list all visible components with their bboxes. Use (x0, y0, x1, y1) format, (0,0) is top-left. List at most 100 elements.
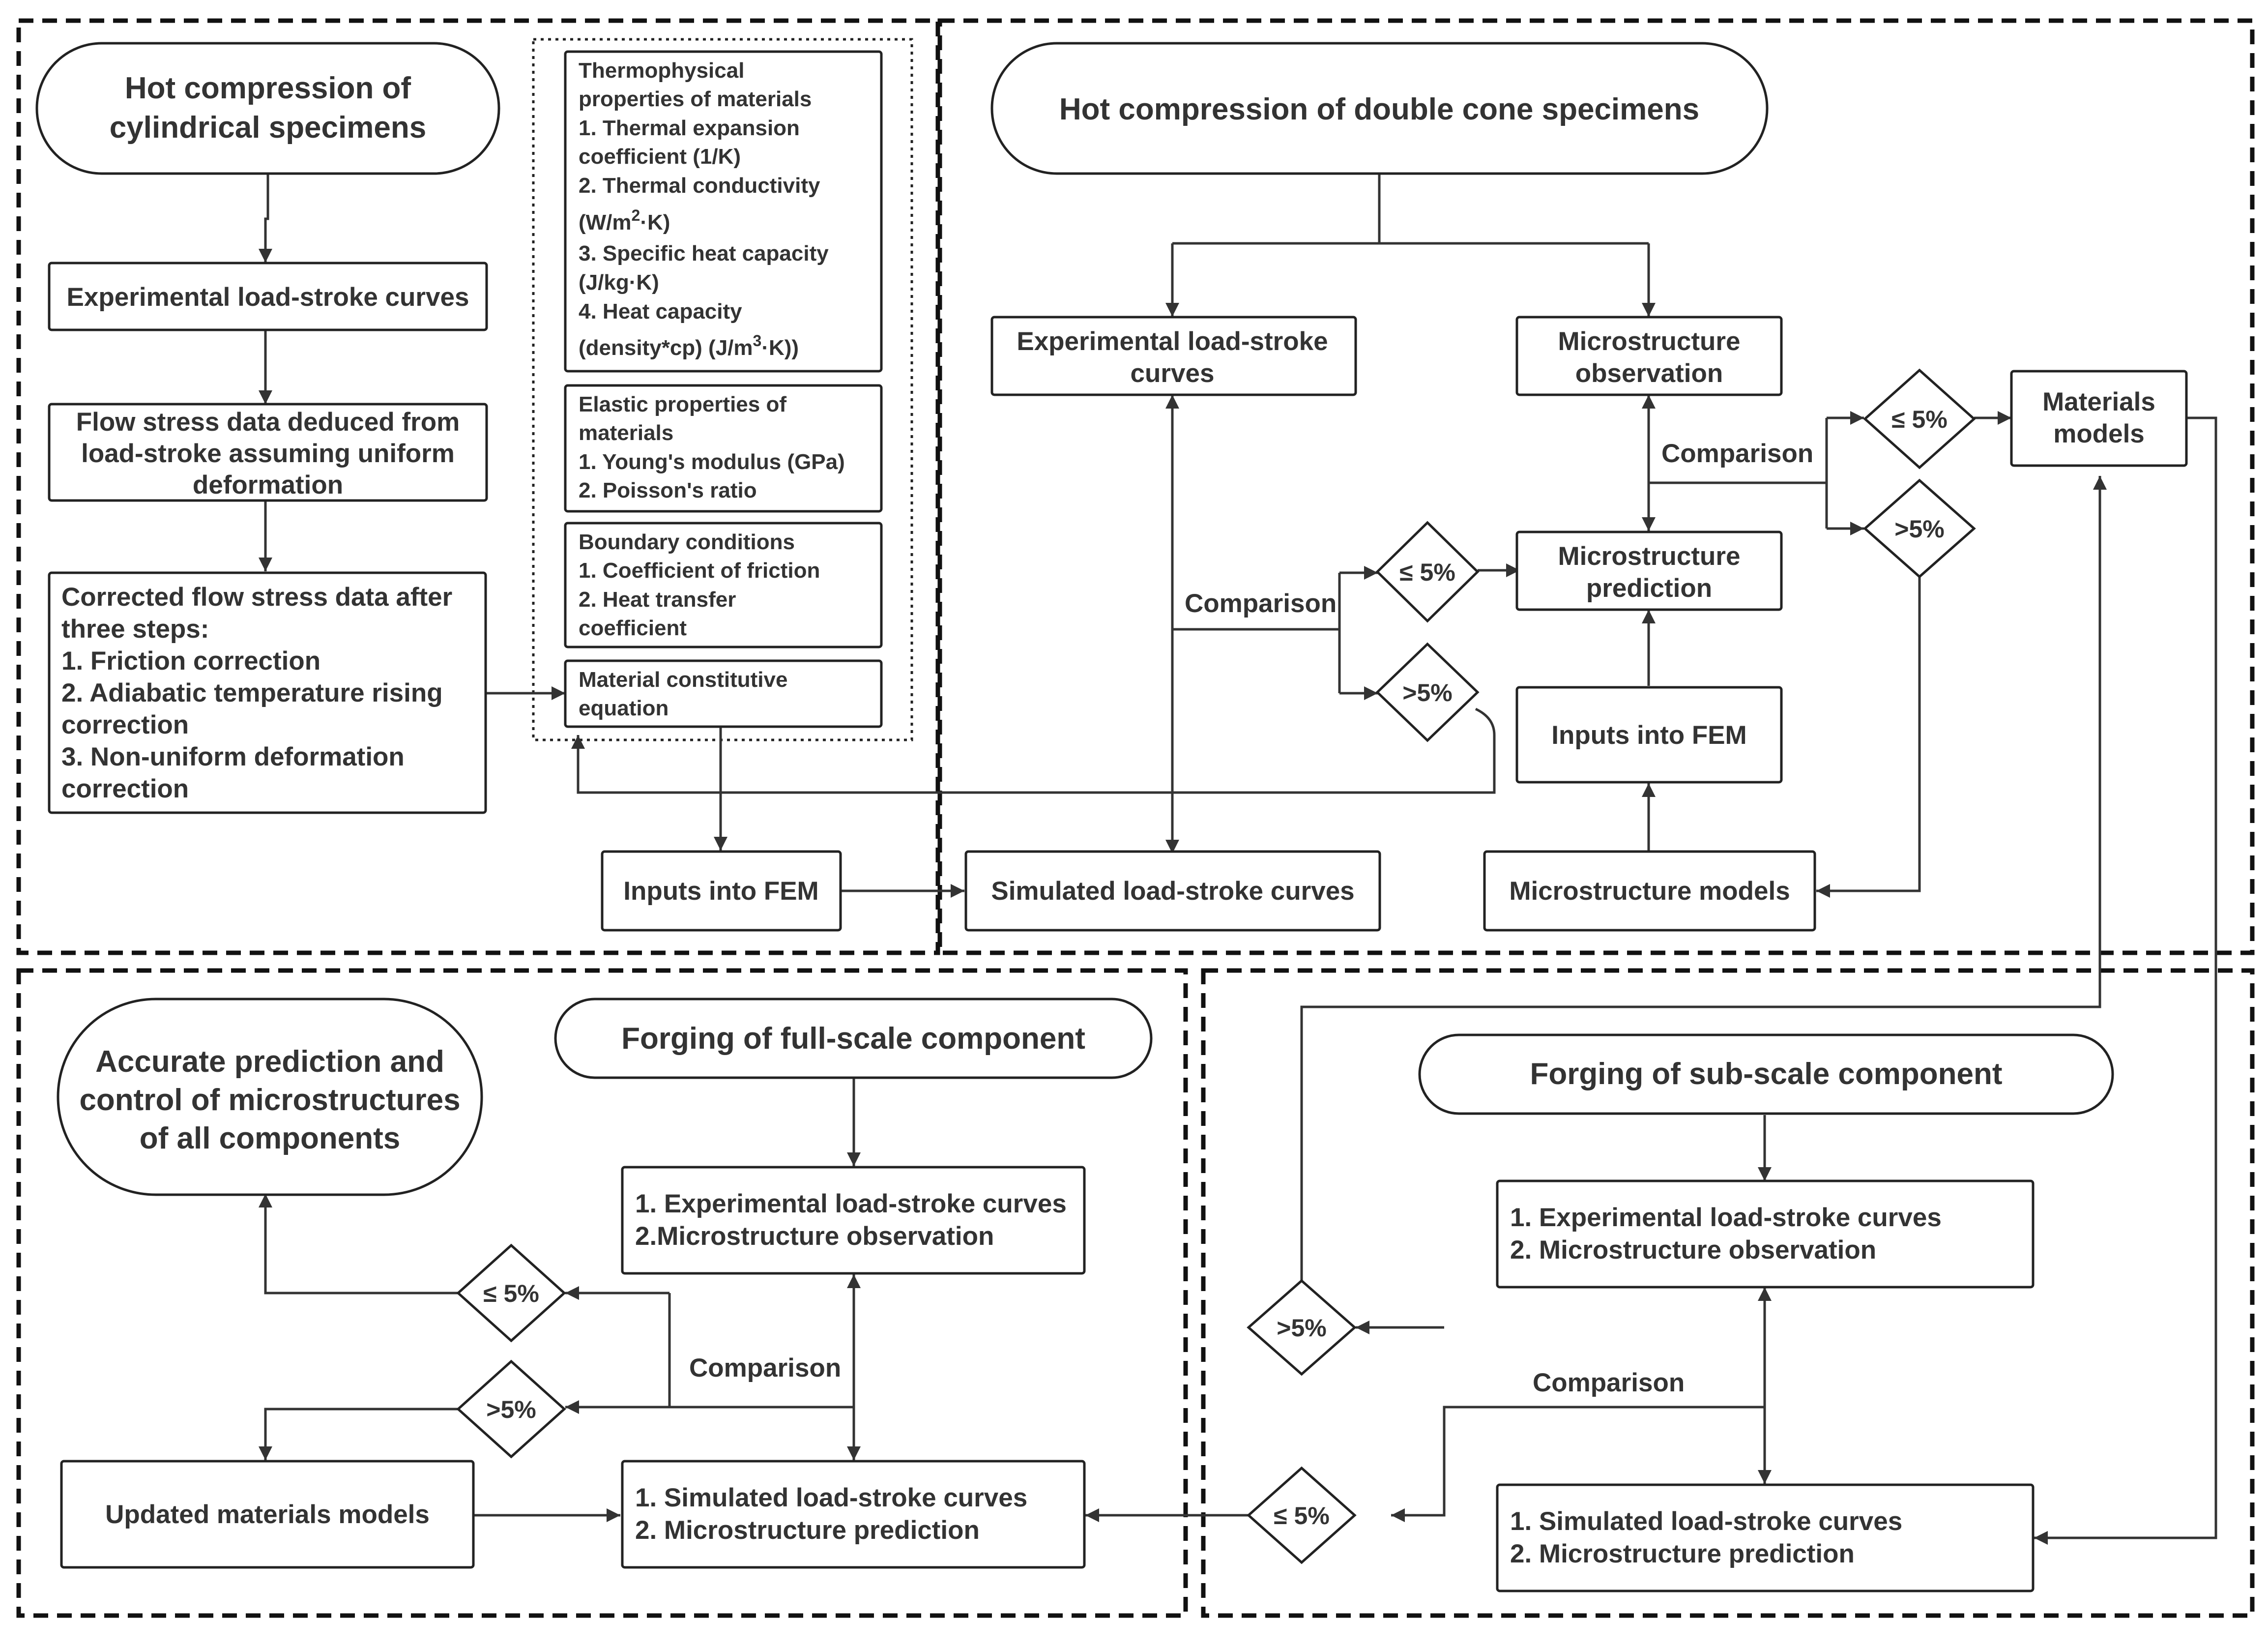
region-sub-scale-forging (1201, 968, 2255, 1618)
inputs-group-border (532, 38, 913, 741)
box-flow-stress-deduced (48, 403, 488, 502)
elastic-line-1: Elastic properties of (579, 392, 786, 416)
label-comparison-left: Comparison (1185, 589, 1337, 618)
svg-text:1. Experimental load-stroke cu: 1. Experimental load-stroke curves2.Micr… (635, 1189, 1067, 1251)
label-micro-obs-line-2: observation (1575, 359, 1723, 388)
boundary-line-2: 1. Coefficient of friction (579, 559, 820, 583)
svg-text:Updated materials models: Updated materials models (105, 1500, 430, 1529)
box-materials-models (2010, 370, 2188, 467)
svg-text:Comparison: Comparison (1533, 1368, 1685, 1397)
decision-le5-double-cone-a (1375, 521, 1480, 623)
svg-text:1. Simulated load-stroke curve: 1. Simulated load-stroke curves 2. Micros… (635, 1483, 1027, 1545)
label-corrected-line-7: correction (61, 774, 189, 803)
start-full-scale-label: Forging of full-scale component (621, 1022, 1085, 1056)
region-full-scale-forging (16, 968, 1188, 1618)
box-simulated-curves-double-cone (964, 850, 1381, 932)
start-full-scale-forging (554, 998, 1153, 1079)
thermo-line-5: 2. Thermal conductivity (579, 174, 820, 198)
label-thermophysical: Thermophysical properties of materials 1… (579, 59, 835, 360)
box-constitutive-equation (564, 659, 883, 728)
start-sub-scale-forging (1418, 1033, 2114, 1115)
thermo-line-8: (J/kg·K) (579, 270, 659, 294)
svg-text:Comparison: Comparison (1185, 589, 1337, 618)
thermo-line-2: properties of materials (579, 87, 812, 111)
label-materials-models-line-1: Materials (2042, 387, 2155, 416)
decision-le5-full-scale (456, 1243, 566, 1343)
label-experimental-load-stroke: Experimental load-stroke curves (67, 283, 469, 312)
thermo-line-6-sup: 2 (632, 206, 640, 224)
elastic-line-4: 2. Poisson's ratio (579, 478, 757, 502)
box-microstructure-observation (1515, 316, 1783, 396)
label-le5-sub-scale: ≤ 5% (1274, 1502, 1330, 1530)
svg-text:>5%: >5% (1277, 1314, 1326, 1342)
sub-sim-line-1: 1. Simulated load-stroke curves (1510, 1507, 1902, 1536)
box-full-scale-simulated (621, 1460, 1086, 1569)
decision-gt5-sub-scale (1247, 1279, 1357, 1376)
thermo-line-10b: ·K)) (761, 336, 799, 360)
label-micro-pred-line-1: Microstructure (1558, 542, 1740, 571)
box-corrected-flow-stress (48, 571, 487, 814)
svg-text:Hot compression of double cone: Hot compression of double cone specimens (1059, 92, 1699, 126)
box-sub-scale-experimental (1496, 1179, 2035, 1289)
label-gt5-full-scale: >5% (486, 1396, 536, 1423)
label-gt5-double-cone-b: >5% (1894, 515, 1944, 543)
full-exp-line-2: 2.Microstructure observation (635, 1222, 994, 1251)
svg-text:Forging of sub-scale component: Forging of sub-scale component (1530, 1057, 2002, 1091)
svg-text:>5%: >5% (1894, 515, 1944, 543)
sub-exp-line-1: 1. Experimental load-stroke curves (1510, 1203, 1942, 1232)
svg-text:≤ 5%: ≤ 5% (1274, 1502, 1330, 1530)
label-gt5-sub-scale: >5% (1277, 1314, 1326, 1342)
svg-text:Comparison: Comparison (689, 1354, 841, 1383)
start-double-cone-label: Hot compression of double cone specimens (1059, 92, 1699, 126)
constitutive-line-1: Material constitutive (579, 668, 787, 692)
decision-le5-double-cone-b (1863, 368, 1976, 470)
label-comparison-sub-scale: Comparison (1533, 1368, 1685, 1397)
box-microstructure-prediction (1515, 530, 1783, 611)
label-corrected-line-6: 3. Non-uniform deformation (61, 742, 405, 771)
thermo-line-9: 4. Heat capacity (579, 299, 742, 324)
box-updated-materials-models (60, 1460, 475, 1569)
svg-text:1. Experimental load-stroke cu: 1. Experimental load-stroke curves 2. Mic… (1510, 1203, 1942, 1265)
label-materials-models-line-2: models (2053, 419, 2145, 448)
label-comparison-full-scale: Comparison (689, 1354, 841, 1383)
full-sim-line-2: 2. Microstructure prediction (635, 1516, 980, 1545)
decision-gt5-double-cone-a (1375, 642, 1480, 742)
label-flow-stress-line-3: deformation (193, 471, 343, 500)
start-sub-scale-label: Forging of sub-scale component (1530, 1057, 2002, 1091)
svg-text:≤ 5%: ≤ 5% (1891, 406, 1948, 433)
sub-exp-line-2: 2. Microstructure observation (1510, 1236, 1876, 1265)
elastic-line-3: 1. Young's modulus (GPa) (579, 450, 845, 474)
box-sub-scale-simulated (1496, 1483, 2035, 1592)
label-flow-stress-line-2: load-stroke assuming uniform (81, 439, 455, 468)
end-accurate-prediction (57, 998, 483, 1196)
label-corrected-line-4: 2. Adiabatic temperature rising (61, 678, 443, 707)
region-cylindrical-compression (16, 18, 940, 955)
svg-text:≤ 5%: ≤ 5% (1399, 559, 1455, 586)
start-cylindrical-compression (35, 42, 500, 175)
label-simulated-curves-double-cone: Simulated load-stroke curves (991, 877, 1354, 906)
label-inputs-into-fem-left: Inputs into FEM (623, 877, 818, 906)
svg-text:Inputs into FEM: Inputs into FEM (1551, 721, 1746, 750)
box-elastic-properties (564, 384, 883, 513)
thermo-line-7: 3. Specific heat capacity (579, 241, 829, 265)
label-corrected-line-5: correction (61, 710, 189, 739)
box-inputs-into-fem-right (1515, 686, 1783, 784)
start-cylindrical-line-1: Hot compression of (125, 71, 411, 105)
full-sim-line-1: 1. Simulated load-stroke curves (635, 1483, 1027, 1512)
box-thermophysical-properties (564, 50, 883, 373)
svg-text:Microstructure models: Microstructure models (1509, 877, 1790, 906)
label-gt5-double-cone-a: >5% (1402, 679, 1452, 706)
boundary-line-4: coefficient (579, 616, 687, 640)
end-line-2: control of microstructures (79, 1083, 460, 1117)
label-corrected-line-1: Corrected flow stress data after (61, 583, 452, 612)
svg-text:≤ 5%: ≤ 5% (483, 1280, 539, 1307)
box-experimental-load-stroke (48, 262, 488, 331)
boundary-line-3: 2. Heat transfer (579, 588, 736, 612)
